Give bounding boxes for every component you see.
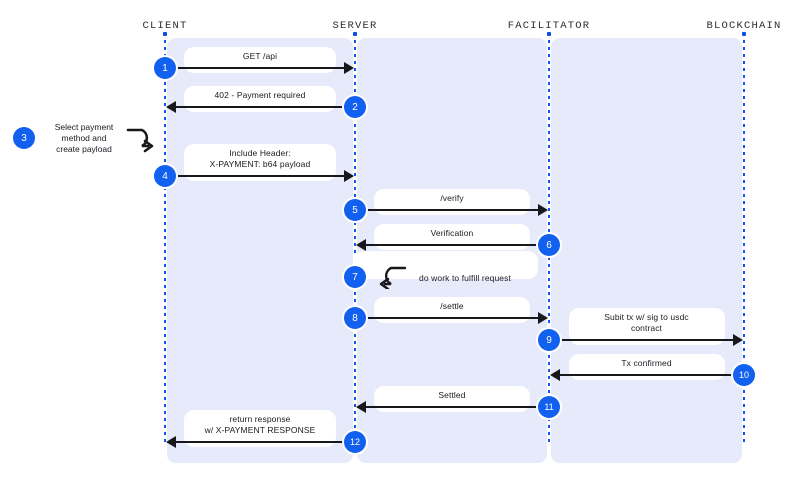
side-note-text: Select payment method and create payload <box>54 122 114 154</box>
arrowhead-left-icon-step-6 <box>356 239 366 251</box>
lifeline-head-client <box>163 32 167 36</box>
message-label-step-1: GET /api <box>242 50 278 61</box>
arrowhead-right-icon-step-9 <box>733 334 743 346</box>
message-line-step-6 <box>365 244 539 246</box>
lifeline-head-server <box>353 32 357 36</box>
lifeline-server <box>354 40 356 446</box>
step-badge-5[interactable]: 5 <box>344 199 366 221</box>
message-label-step-12: return response w/ X-PAYMENT RESPONSE <box>204 414 316 435</box>
step-badge-11[interactable]: 11 <box>538 396 560 418</box>
lifeline-blockchain <box>743 40 745 446</box>
step-badge-3[interactable]: 3 <box>13 127 35 149</box>
message-pill-4 <box>184 144 336 181</box>
arrowhead-left-icon-step-11 <box>356 401 366 413</box>
message-label-step-5: /verify <box>440 192 464 203</box>
loop-arrow-right-icon <box>126 128 154 153</box>
step-badge-6[interactable]: 6 <box>538 234 560 256</box>
message-label-step-7: do work to fulfill request <box>419 273 511 283</box>
message-line-step-2 <box>175 106 345 108</box>
step-badge-2[interactable]: 2 <box>344 96 366 118</box>
arrowhead-left-icon-step-10 <box>550 369 560 381</box>
self-loop-arrow-icon-step-7 <box>379 266 407 289</box>
message-line-step-4 <box>175 175 345 177</box>
message-pill-7 <box>352 251 538 279</box>
message-line-step-8 <box>365 317 539 319</box>
message-label-step-11: Settled <box>438 389 466 400</box>
actor-header-client: CLIENT <box>142 20 188 32</box>
actor-header-server: SERVER <box>332 20 378 32</box>
lane-band-facilitator-blockchain <box>551 38 742 463</box>
message-line-step-12 <box>175 441 345 443</box>
step-badge-7[interactable]: 7 <box>344 266 366 288</box>
message-pill-12 <box>184 410 336 447</box>
step-badge-1[interactable]: 1 <box>154 57 176 79</box>
lifeline-head-blockchain <box>742 32 746 36</box>
arrowhead-right-icon-step-8 <box>538 312 548 324</box>
lifeline-head-facilitator <box>547 32 551 36</box>
arrowhead-left-icon-step-12 <box>166 436 176 448</box>
step-badge-10[interactable]: 10 <box>733 364 755 386</box>
message-line-step-5 <box>365 209 539 211</box>
message-line-step-11 <box>365 406 539 408</box>
message-line-step-1 <box>175 67 345 69</box>
step-badge-9[interactable]: 9 <box>538 329 560 351</box>
step-badge-8[interactable]: 8 <box>344 307 366 329</box>
step-badge-12[interactable]: 12 <box>344 431 366 453</box>
message-label-step-9: Subit tx w/ sig to usdc contract <box>604 312 689 333</box>
message-label-step-2: 402 - Payment required <box>214 89 306 100</box>
message-label-step-6: Verification <box>430 227 474 238</box>
message-label-step-8: /settle <box>440 300 464 311</box>
actor-header-facilitator: FACILITATOR <box>507 20 591 32</box>
lifeline-client <box>164 40 166 446</box>
message-line-step-10 <box>559 374 734 376</box>
arrowhead-right-icon-step-1 <box>344 62 354 74</box>
actor-header-blockchain: BLOCKCHAIN <box>706 20 782 32</box>
message-pill-9 <box>568 308 725 345</box>
message-line-step-9 <box>559 339 734 341</box>
arrowhead-right-icon-step-5 <box>538 204 548 216</box>
arrowhead-left-icon-step-2 <box>166 101 176 113</box>
arrowhead-right-icon-step-4 <box>344 170 354 182</box>
message-label-step-10: Tx confirmed <box>621 357 672 368</box>
step-badge-4[interactable]: 4 <box>154 165 176 187</box>
message-label-step-4: Include Header: X-PAYMENT: b64 payload <box>209 148 311 169</box>
